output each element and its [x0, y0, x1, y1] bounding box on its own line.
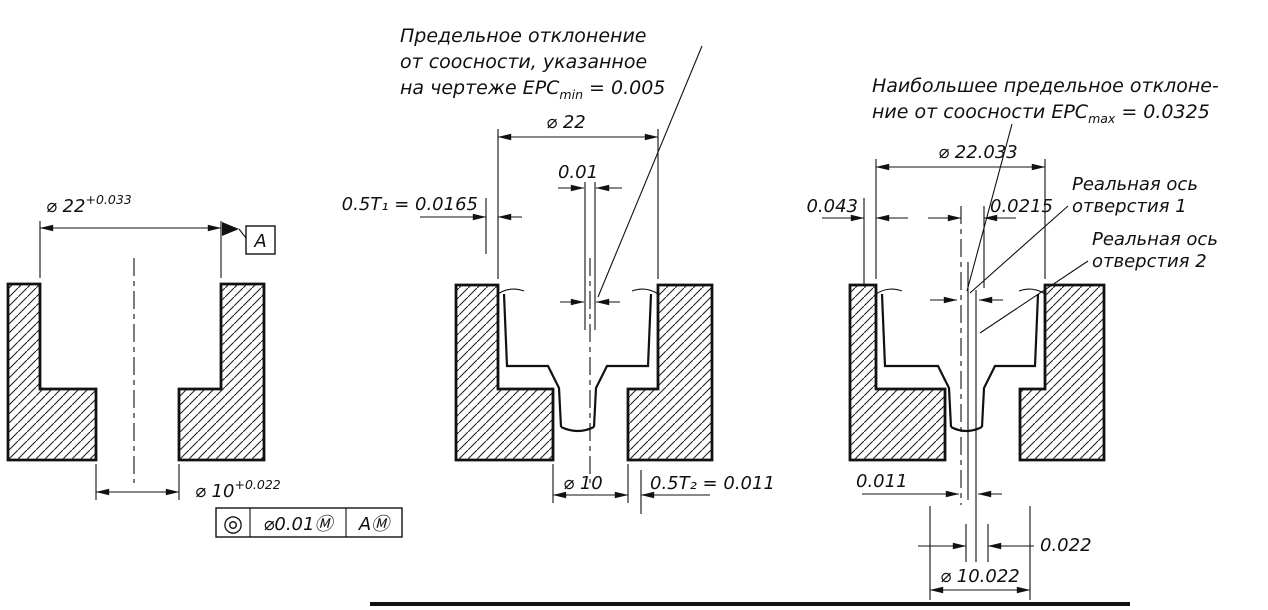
dim-d10-label: ⌀ 10+0.022	[195, 477, 281, 502]
note-epcmin-sub: min	[559, 87, 583, 102]
note-epcmax-line2: ние от соосности EPCmax = 0.0325	[872, 101, 1210, 126]
note-leader	[966, 123, 1013, 292]
dim-offsetright-label: 0.0215	[990, 196, 1053, 217]
section-right-wall	[626, 283, 714, 462]
axis1-leader	[969, 205, 1069, 294]
note-epcmax-sub: max	[1088, 111, 1116, 126]
real-axis2-label-line2: отверстия 2	[1092, 251, 1207, 272]
note-epcmax-post: = 0.0325	[1115, 101, 1209, 123]
real-axis1-label-line1: Реальная ось	[1072, 174, 1198, 195]
datum-triangle-icon	[222, 222, 239, 236]
datum-frame	[245, 225, 276, 255]
note-epcmax-pre: ние от соосности EPC	[872, 101, 1089, 123]
surface-break-left	[497, 288, 525, 295]
fcf-tolerance-value: ⌀0.01Ⓜ	[264, 514, 336, 535]
feature-control-frame: ◎ ⌀0.01Ⓜ AⓂ	[215, 507, 403, 538]
real-axis1-label-line2: отверстия 1	[1072, 196, 1187, 217]
real-bore-bottom	[950, 426, 983, 433]
surface-break-right	[1018, 288, 1046, 295]
note-epcmin-pre: на чертеже EPC	[400, 77, 560, 99]
fcf-border	[215, 507, 403, 538]
fcf-datum-reference: AⓂ	[358, 514, 392, 535]
real-bore-profile-left	[502, 293, 563, 428]
real-axis2-label-line1: Реальная ось	[1092, 229, 1218, 250]
section-left-wall	[848, 283, 947, 462]
section-right-wall	[177, 282, 266, 462]
surface-break-left	[875, 288, 903, 295]
datum-label: A	[253, 231, 266, 252]
surface-break-right	[631, 288, 659, 295]
dim-d10-label: ⌀ 10	[563, 473, 602, 494]
axis2-leader	[979, 260, 1089, 334]
note-leader	[597, 45, 703, 298]
dim-bottomzone-label: 0.022	[1040, 535, 1092, 556]
dim-halft2-label: 0.5T₂ = 0.011	[650, 473, 775, 494]
section-left-wall	[454, 283, 555, 462]
concentricity-icon: ◎	[223, 511, 243, 537]
dim-d22-label: ⌀ 22.033	[938, 142, 1018, 163]
real-bore-profile-left	[880, 293, 953, 428]
note-epcmin-line2: от соосности, указанное	[400, 51, 647, 73]
note-epcmax-line1: Наибольшее предельное отклоне-	[872, 75, 1219, 97]
dim-d10-tolerance: +0.022	[234, 477, 280, 492]
section-right-wall	[1018, 283, 1106, 462]
dim-d22-label: ⌀ 22+0.033	[46, 192, 132, 217]
dim-offsetleft-label: 0.043	[806, 196, 858, 217]
dim-d22-base: ⌀ 22	[46, 196, 85, 217]
real-bore-profile-right	[592, 293, 653, 428]
figure-middle: Предельное отклонение от соосности, указ…	[342, 25, 775, 514]
figure-right: Наибольшее предельное отклоне- ние от со…	[806, 75, 1219, 600]
note-epcmin-line1: Предельное отклонение	[400, 25, 647, 47]
dim-d22-label: ⌀ 22	[546, 112, 585, 133]
section-left-wall	[6, 282, 98, 462]
real-bore-bottom	[560, 425, 595, 433]
note-epcmin-post: = 0.005	[583, 77, 665, 99]
note-epcmin-line3: на чертеже EPCmin = 0.005	[400, 77, 665, 102]
dim-d10-base: ⌀ 10	[195, 481, 234, 502]
datum-leader	[238, 228, 247, 239]
figure-left: ⌀ 22+0.033 A ⌀ 10+0.022 ◎ ⌀0.01Ⓜ AⓂ	[6, 192, 403, 538]
dim-d22-tolerance: +0.033	[85, 192, 131, 207]
dim-halft1-label: 0.5T₁ = 0.0165	[342, 194, 478, 215]
dim-bottomoffset-label: 0.011	[856, 471, 908, 492]
real-bore-profile-right	[980, 293, 1040, 428]
dim-d10-label: ⌀ 10.022	[940, 566, 1020, 587]
dim-zone-label: 0.01	[558, 162, 598, 183]
